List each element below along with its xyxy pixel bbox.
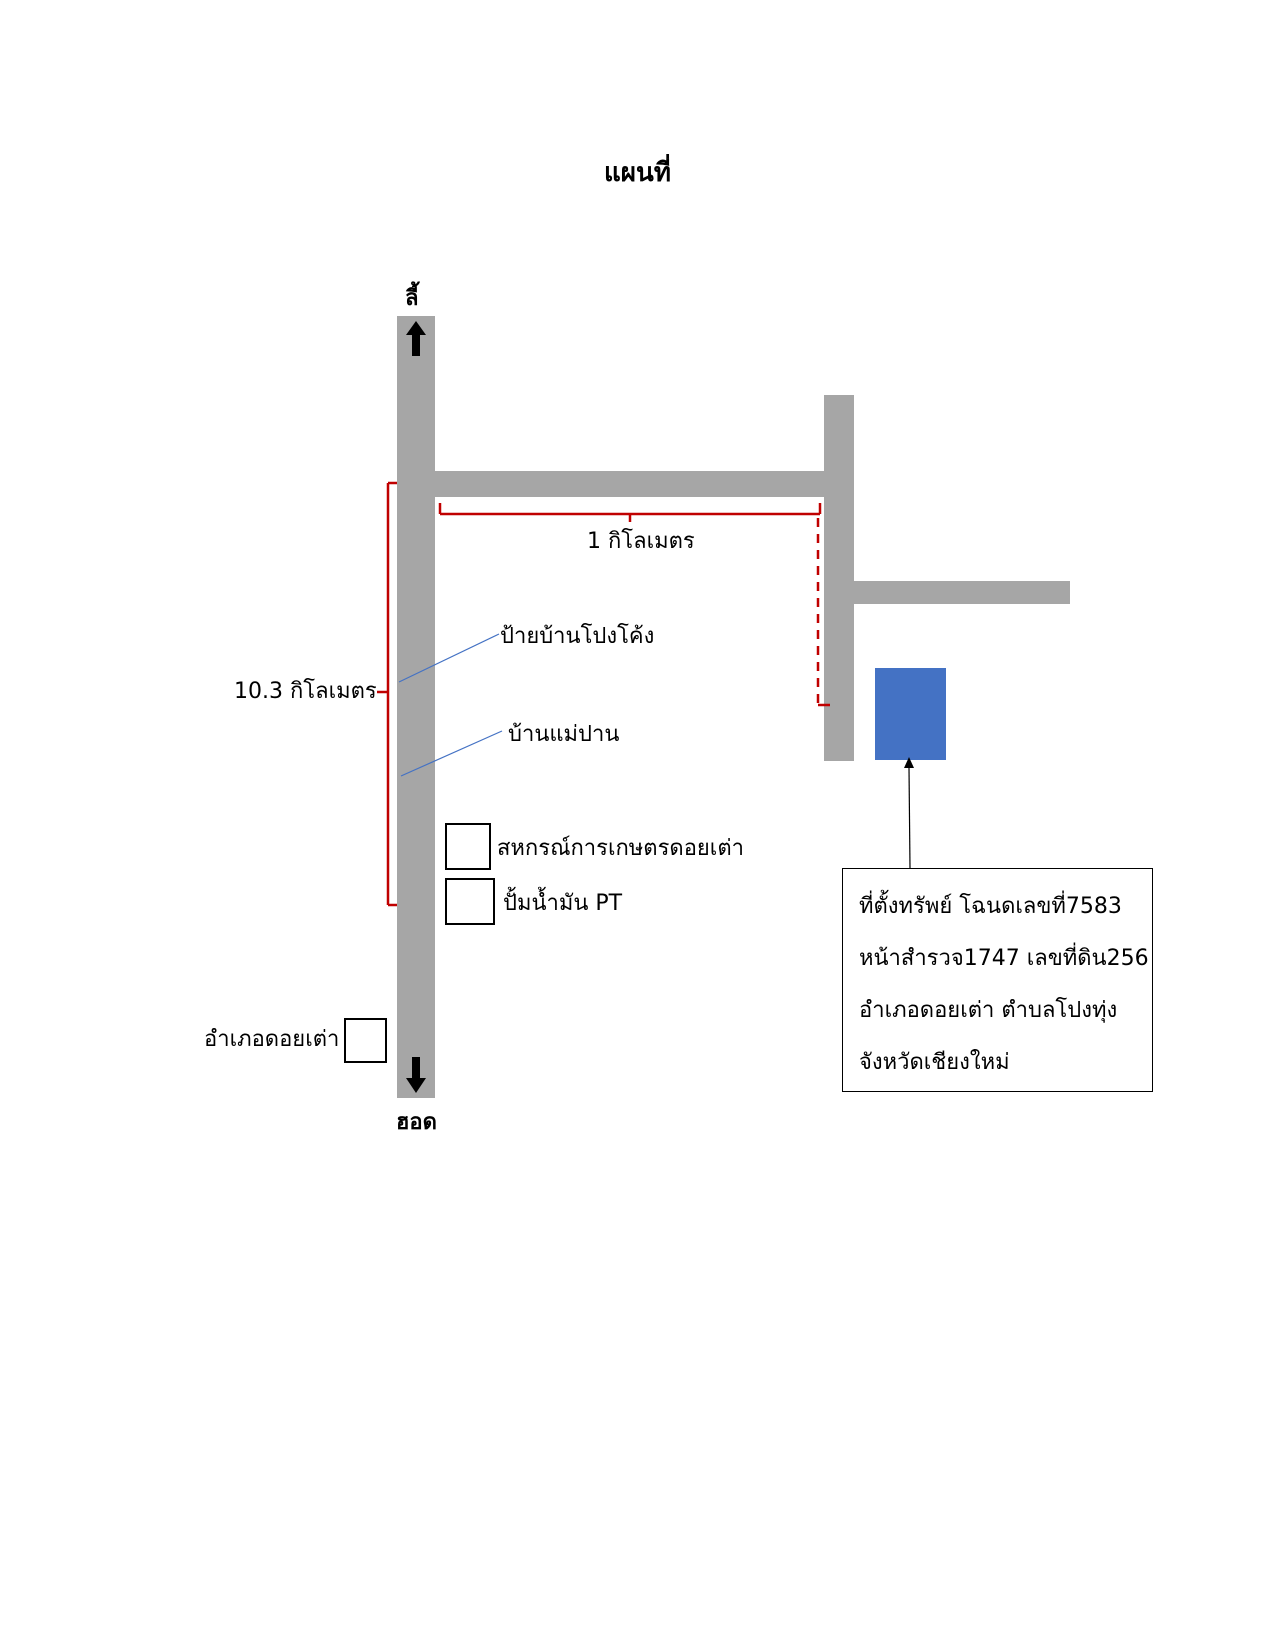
arrow-down-icon <box>406 1057 426 1093</box>
property-info-line-4: จังหวัดเชียงใหม่ <box>859 1050 1010 1075</box>
side-road-vertical <box>824 395 854 761</box>
landmark-sign-pong-khong: ป้ายบ้านโปงโค้ง <box>500 624 655 649</box>
property-plot <box>875 668 946 760</box>
distance-bracket-side <box>438 503 822 522</box>
distance-bracket-dashed <box>816 518 830 707</box>
main-road-distance-label: 10.3 กิโลเมตร <box>234 679 377 704</box>
property-info-line-3: อำเภอดอยเต่า ตำบลโปงทุ่ง <box>859 998 1118 1023</box>
property-pointer <box>904 757 914 869</box>
property-info-line-2: หน้าสำรวจ1747 เลขที่ดิน256 <box>859 946 1149 971</box>
side-road-distance-label: 1 กิโลเมตร <box>587 529 695 554</box>
gas-station-marker <box>445 878 495 925</box>
direction-north-label: ลี้ <box>405 286 419 311</box>
property-info-line-1: ที่ตั้งทรัพย์ โฉนดเลขที่7583 <box>859 894 1122 919</box>
leader-line-mae-pan <box>400 730 503 777</box>
landmark-cooperative: สหกรณ์การเกษตรดอยเต่า <box>497 836 744 861</box>
arrow-up-icon <box>406 321 426 356</box>
leader-line-pong-khong <box>398 633 500 683</box>
property-info-box: ที่ตั้งทรัพย์ โฉนดเลขที่7583 หน้าสำรวจ17… <box>842 868 1153 1092</box>
landmark-ban-mae-pan: บ้านแม่ปาน <box>508 722 620 747</box>
direction-south-label: ฮอด <box>396 1110 437 1135</box>
branch-road-east <box>854 581 1070 604</box>
distance-bracket-main <box>377 481 397 907</box>
landmark-gas-station: ปั้มน้ำมัน PT <box>503 891 623 916</box>
side-road-horizontal <box>435 471 825 497</box>
cooperative-marker <box>445 823 491 870</box>
main-road <box>397 316 435 1098</box>
district-office-marker <box>344 1018 387 1063</box>
landmark-district-office: อำเภอดอยเต่า <box>204 1027 340 1052</box>
map-title: แผนที่ <box>604 158 671 188</box>
